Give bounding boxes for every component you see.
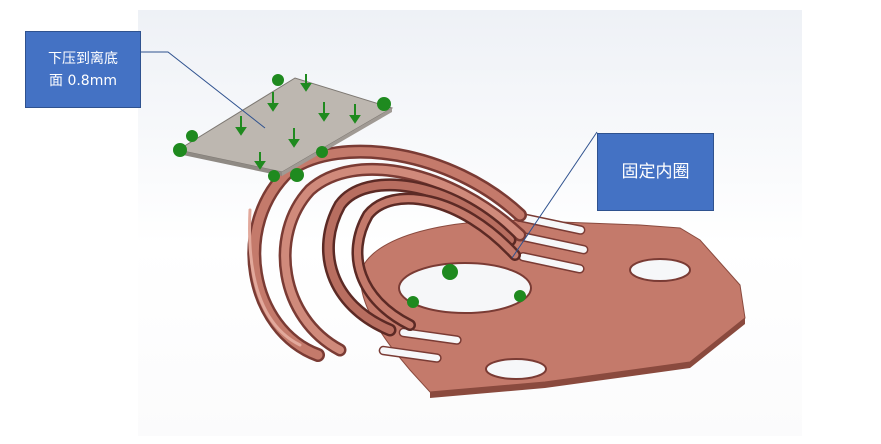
callout-press-line1: 下压到离底 — [48, 50, 118, 67]
leader-line-press — [141, 51, 266, 129]
callout-fixed-text: 固定内圈 — [621, 162, 690, 182]
callout-fixed-inner-ring: 固定内圈 — [597, 133, 714, 211]
side-hole-right — [629, 258, 691, 282]
base-plate — [360, 211, 746, 398]
press-plate — [176, 77, 394, 176]
callout-press-line2: 面 0.8mm — [49, 72, 117, 89]
callout-press-depth: 下压到离底 面 0.8mm — [25, 31, 141, 108]
center-hole — [398, 262, 532, 314]
side-hole-bottom — [485, 358, 547, 380]
load-arrows — [173, 74, 526, 308]
leader-line-fixed — [511, 131, 598, 259]
